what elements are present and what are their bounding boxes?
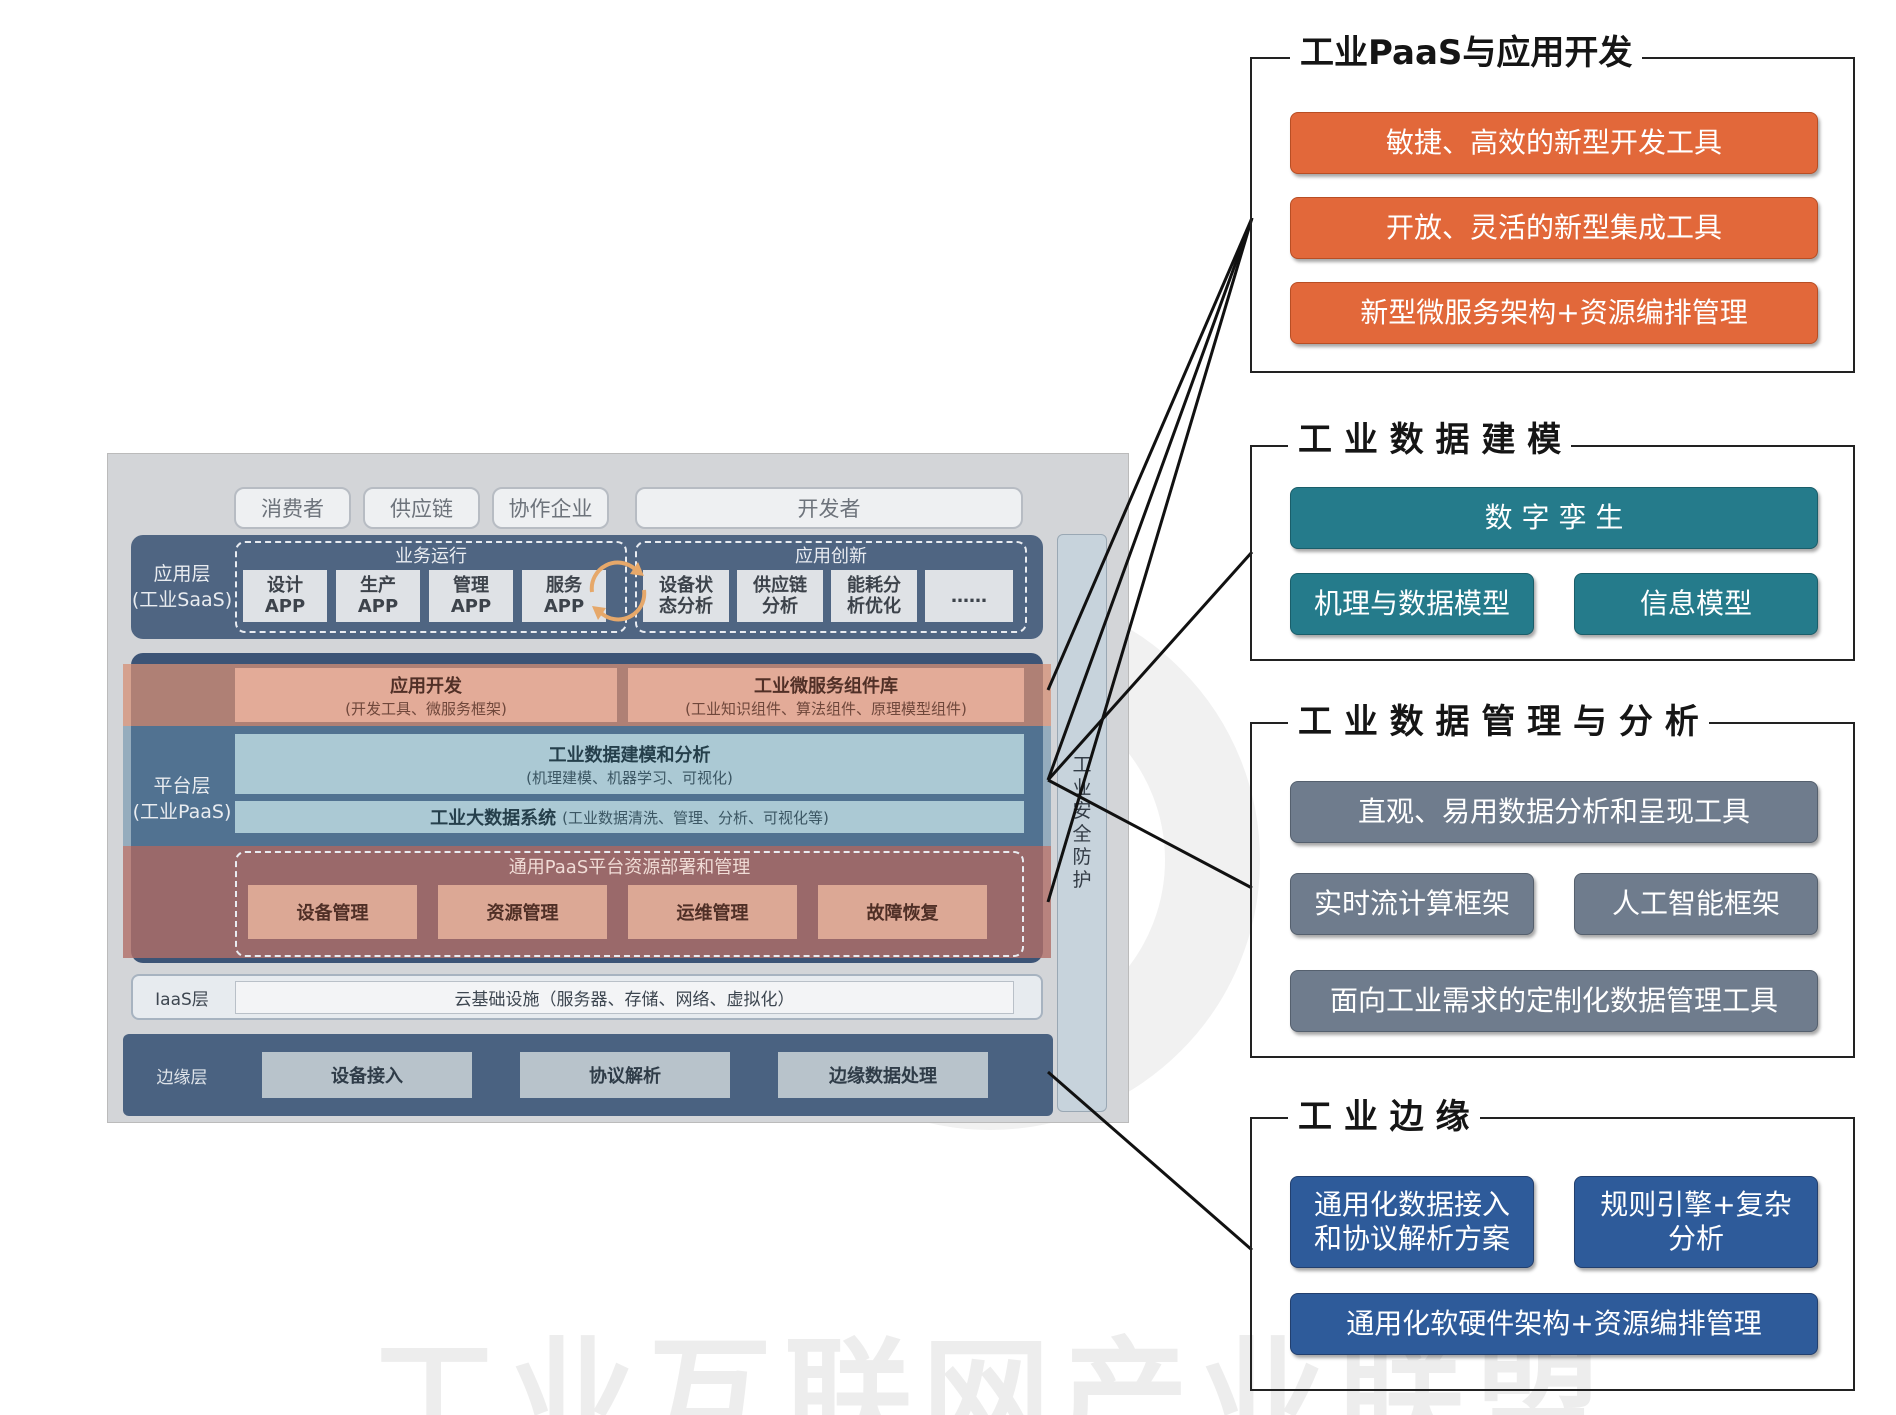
data-modeling-subtitle: (机理建模、机器学习、可视化) (526, 768, 733, 787)
app-energy-optimization: 能耗分 析优化 (831, 570, 917, 622)
iaas-layer-label: IaaS层 (155, 989, 209, 1010)
microservice-library-title: 工业微服务组件库 (754, 675, 898, 697)
box-stream-computing: 实时流计算框架 (1290, 873, 1534, 935)
edge-protocol-parsing: 协议解析 (520, 1052, 730, 1098)
edge-device-access: 设备接入 (262, 1052, 472, 1098)
edge-layer-label: 边缘层 (156, 1067, 208, 1088)
box-open-integration-tools: 开放、灵活的新型集成工具 (1290, 197, 1818, 259)
platform-layer-label: 平台层 (工业PaaS) (132, 775, 232, 823)
box-hardware-software-arch: 通用化软硬件架构+资源编排管理 (1290, 1293, 1818, 1355)
microservice-library-subtitle: (工业知识组件、算法组件、原理模型组件) (685, 699, 967, 718)
panel-industrial-edge-title: 工 业 边 缘 (1288, 1094, 1480, 1140)
pill-developer: 开发者 (635, 487, 1023, 529)
box-rule-engine: 规则引擎+复杂 分析 (1574, 1176, 1818, 1268)
app-development-title: 应用开发 (390, 675, 462, 697)
box-microservice-arch: 新型微服务架构+资源编排管理 (1290, 282, 1818, 344)
business-operation-group (235, 541, 627, 633)
app-management: 管理 APP (429, 570, 513, 622)
box-ai-framework: 人工智能框架 (1574, 873, 1818, 935)
application-layer-label: 应用层 (工业SaaS) (131, 563, 233, 611)
data-modeling-title: 工业数据建模和分析 (548, 744, 711, 766)
panel-data-modeling-title: 工 业 数 据 建 模 (1288, 417, 1572, 463)
panel-paas-dev-title: 工业PaaS与应用开发 (1290, 30, 1643, 76)
app-innovation-title: 应用创新 (795, 546, 867, 567)
pill-supply-chain: 供应链 (363, 487, 480, 529)
resource-device-management: 设备管理 (248, 885, 417, 939)
box-data-access-protocol: 通用化数据接入 和协议解析方案 (1290, 1176, 1534, 1268)
app-more: …… (925, 570, 1013, 622)
security-column: 工业安全防护 (1057, 534, 1107, 1112)
box-visual-analysis-tools: 直观、易用数据分析和呈现工具 (1290, 781, 1818, 843)
panel-data-management-title: 工 业 数 据 管 理 与 分 析 (1288, 699, 1709, 745)
box-information-model: 信息模型 (1574, 573, 1818, 635)
box-agile-dev-tools: 敏捷、高效的新型开发工具 (1290, 112, 1818, 174)
paas-resource-group (235, 851, 1024, 957)
panel-industrial-edge (1250, 1117, 1855, 1391)
app-equipment-status: 设备状 态分析 (643, 570, 729, 622)
app-supply-chain-analysis: 供应链 分析 (737, 570, 823, 622)
big-data-system-box: 工业大数据系统 (工业数据清洗、管理、分析、可视化等) (235, 801, 1024, 833)
security-column-label: 工业安全防护 (1072, 754, 1092, 891)
app-innovation-group (635, 541, 1027, 633)
big-data-system-title: 工业大数据系统 (430, 808, 557, 829)
data-modeling-box: 工业数据建模和分析 (机理建模、机器学习、可视化) (235, 734, 1024, 794)
box-custom-data-management: 面向工业需求的定制化数据管理工具 (1290, 970, 1818, 1032)
microservice-library-box: 工业微服务组件库 (工业知识组件、算法组件、原理模型组件) (628, 668, 1024, 722)
app-development-subtitle: (开发工具、微服务框架) (345, 699, 507, 718)
resource-resource-management: 资源管理 (438, 885, 607, 939)
resource-ops-management: 运维管理 (628, 885, 797, 939)
business-operation-title: 业务运行 (395, 546, 467, 567)
big-data-system-subtitle: (工业数据清洗、管理、分析、可视化等) (562, 808, 829, 827)
paas-resource-title: 通用PaaS平台资源部署和管理 (508, 857, 751, 878)
pill-consumer: 消费者 (234, 487, 351, 529)
resource-fault-recovery: 故障恢复 (818, 885, 987, 939)
cycle-arrows-icon (589, 560, 647, 622)
iaas-content: 云基础设施（服务器、存储、网络、虚拟化） (235, 981, 1014, 1014)
app-production: 生产 APP (336, 570, 420, 622)
platform-architecture-diagram: 消费者 供应链 协作企业 开发者 工业安全防护 应用层 (工业SaaS) 业务运… (107, 453, 1129, 1123)
edge-data-processing: 边缘数据处理 (778, 1052, 988, 1098)
box-digital-twin: 数 字 孪 生 (1290, 487, 1818, 549)
box-mechanism-data-model: 机理与数据模型 (1290, 573, 1534, 635)
pill-partner: 协作企业 (492, 487, 609, 529)
app-design: 设计 APP (243, 570, 327, 622)
app-development-box: 应用开发 (开发工具、微服务框架) (235, 668, 617, 722)
